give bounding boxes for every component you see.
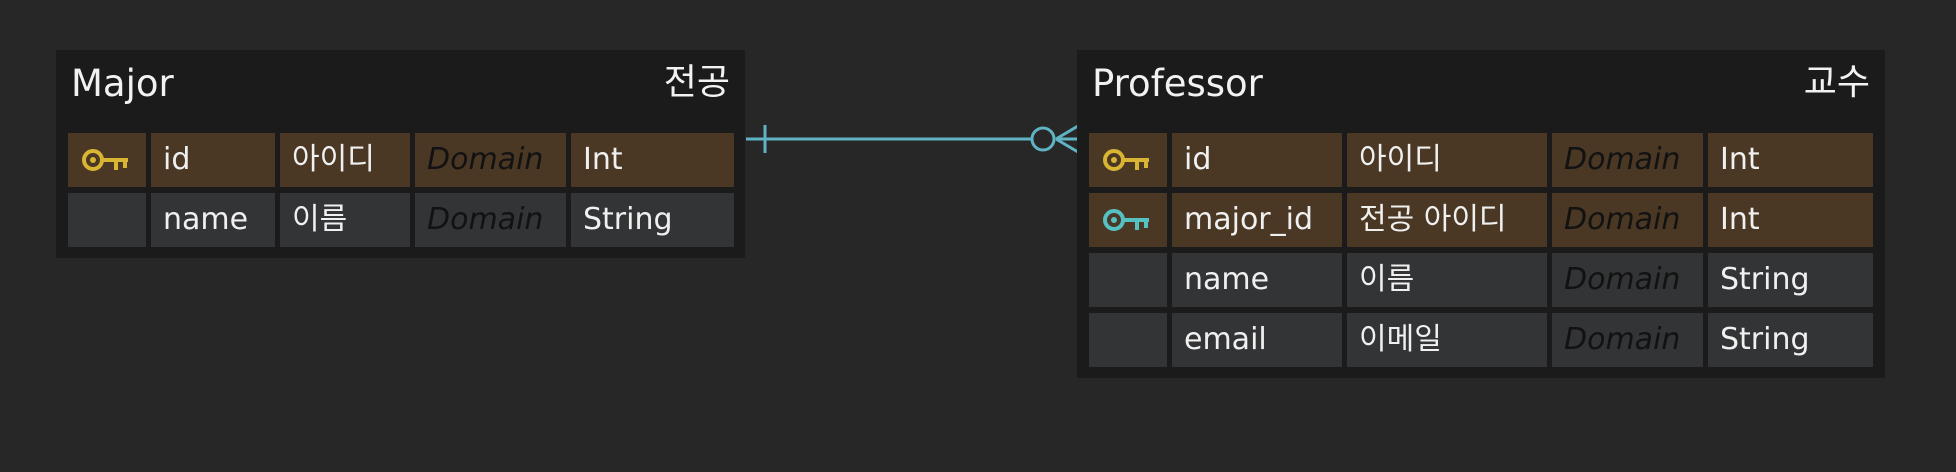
entity-header: Professor 교수 [1077, 50, 1885, 126]
key-cell [1089, 313, 1167, 367]
key-cell [68, 193, 146, 247]
column-domain: Domain [415, 193, 566, 247]
primary-key-icon [1103, 149, 1149, 171]
key-cell [1089, 133, 1167, 187]
foreign-key-icon [1103, 209, 1149, 231]
column-domain: Domain [1552, 313, 1703, 367]
column-domain: Domain [1552, 193, 1703, 247]
entity-comment: 전공 [663, 62, 730, 103]
column-type: Int [1708, 133, 1873, 187]
entity-name: Major [71, 62, 174, 105]
column-type: Int [571, 133, 734, 187]
column-type: String [571, 193, 734, 247]
crowfoot-lower [1055, 137, 1079, 154]
column-name: id [1172, 133, 1342, 187]
column-comment: 이름 [280, 193, 410, 247]
column-type: String [1708, 313, 1873, 367]
column-comment: 아이디 [1347, 133, 1547, 187]
column-comment: 아이디 [280, 133, 410, 187]
crowfoot-upper [1055, 124, 1079, 141]
column-name: name [151, 193, 275, 247]
column-comment: 이름 [1347, 253, 1547, 307]
primary-key-icon [82, 149, 128, 171]
entity-comment: 교수 [1803, 62, 1870, 103]
entity-major[interactable]: Major 전공 id 아이디 Domain Int [56, 50, 745, 258]
column-name: email [1172, 313, 1342, 367]
column-domain: Domain [1552, 133, 1703, 187]
column-name: name [1172, 253, 1342, 307]
key-cell [1089, 193, 1167, 247]
key-cell [68, 133, 146, 187]
column-type: Int [1708, 193, 1873, 247]
key-cell [1089, 253, 1167, 307]
entity-name: Professor [1092, 62, 1263, 105]
entity-professor[interactable]: Professor 교수 id 아이디 Domain Int [1077, 50, 1885, 378]
column-domain: Domain [415, 133, 566, 187]
entity-header: Major 전공 [56, 50, 745, 126]
column-domain: Domain [1552, 253, 1703, 307]
column-comment: 이메일 [1347, 313, 1547, 367]
column-name: id [151, 133, 275, 187]
column-comment: 전공 아이디 [1347, 193, 1547, 247]
column-name: major_id [1172, 193, 1342, 247]
zero-cardinality-marker [1030, 126, 1056, 152]
column-type: String [1708, 253, 1873, 307]
